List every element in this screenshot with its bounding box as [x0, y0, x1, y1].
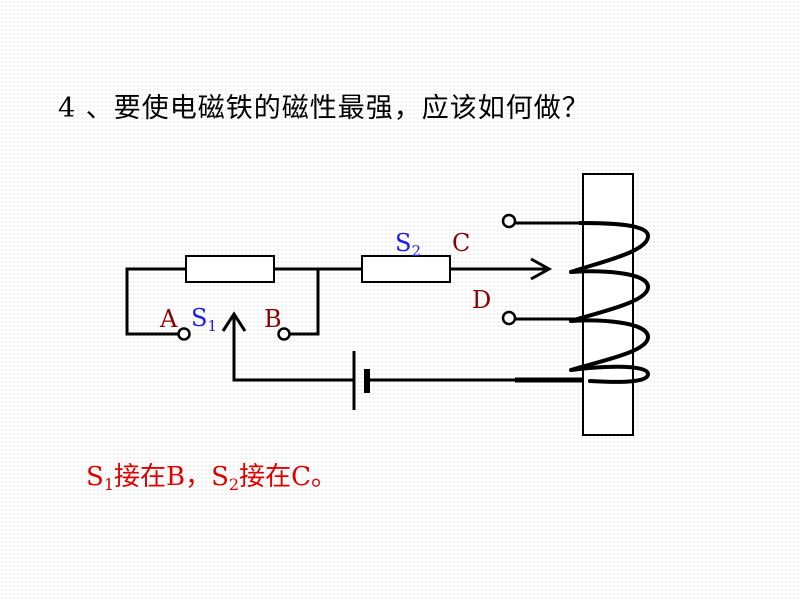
wire-left-loop	[125, 267, 188, 336]
resistor-s2	[361, 255, 451, 283]
wire-s1-pointer	[232, 316, 356, 382]
wire-top-arrowhead	[530, 257, 553, 281]
coil-turn-2	[569, 269, 651, 323]
label-s1: S1	[191, 304, 217, 335]
label-c: C	[452, 229, 471, 257]
label-a: A	[160, 305, 178, 333]
label-s2: S2	[395, 229, 421, 260]
answer-text: S1接在B，S2接在C。	[86, 462, 338, 494]
label-d: D	[472, 286, 492, 314]
wire-b-loop	[287, 267, 320, 336]
terminal-upper	[501, 213, 517, 229]
coil-turn-4	[569, 364, 651, 384]
resistor-s1	[185, 255, 275, 283]
coil-turn-1	[569, 221, 651, 274]
terminal-d	[501, 310, 517, 326]
terminal-b	[277, 327, 291, 341]
coil-turn-3	[569, 318, 651, 372]
question-text: 4 、要使电磁铁的磁性最强，应该如何做？	[58, 93, 590, 124]
label-b: B	[264, 305, 282, 333]
s1-arrowhead	[221, 311, 247, 332]
terminal-a	[177, 327, 191, 341]
